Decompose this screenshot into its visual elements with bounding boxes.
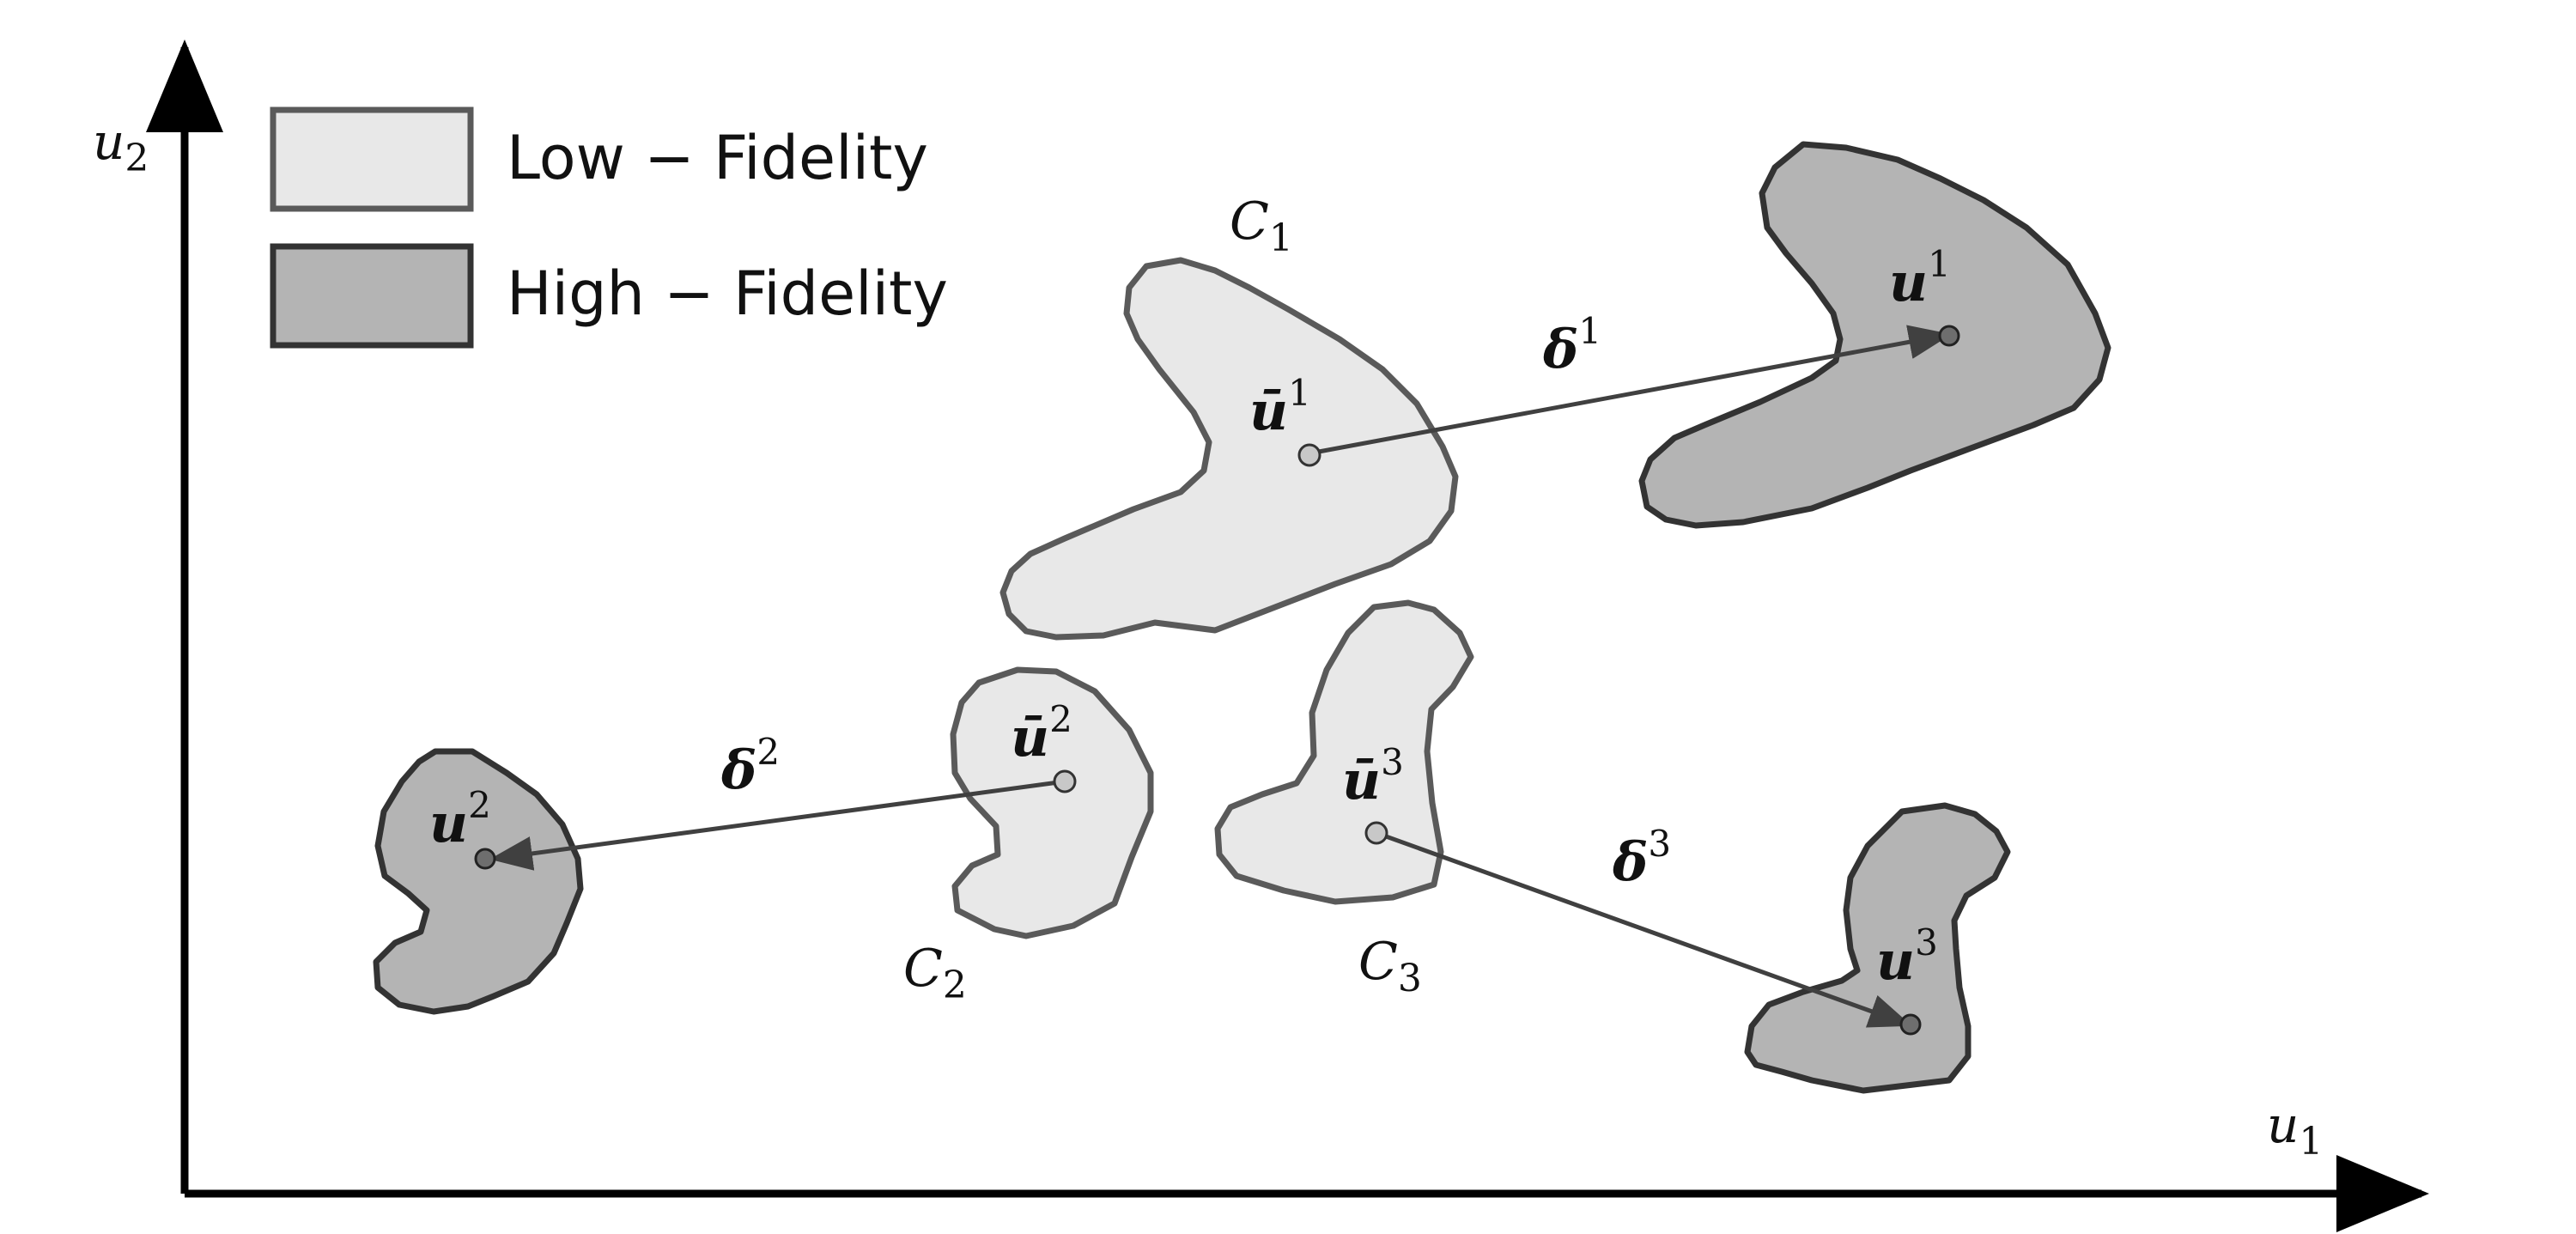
cluster-label-3: C3 xyxy=(1358,932,1422,1000)
high-point-label-1: u1 xyxy=(1889,243,1951,313)
cluster-labels: C1 C2 C3 xyxy=(903,191,1422,1007)
legend-swatch-high xyxy=(270,243,474,349)
high-fidelity-region-2 xyxy=(373,748,584,1015)
high-point-1 xyxy=(1938,325,1960,347)
shift-arrow-3 xyxy=(1376,830,1912,1028)
legend-label-low: Low − Fidelity xyxy=(507,123,928,193)
shift-label-1: δ1 xyxy=(1542,310,1601,380)
axes: u2 u1 xyxy=(93,40,2429,1232)
cluster-label-2: C2 xyxy=(903,939,967,1007)
shift-label-3: δ3 xyxy=(1612,823,1671,893)
shift-arrow-1 xyxy=(1309,325,1952,456)
x-axis-label: u1 xyxy=(2267,1096,2323,1164)
shift-arrow-2 xyxy=(489,779,1066,871)
legend-swatch-low xyxy=(270,106,474,212)
low-point-1 xyxy=(1297,443,1321,467)
low-point-label-3: ū3 xyxy=(1342,741,1404,812)
low-point-3 xyxy=(1364,821,1388,845)
legend: Low − Fidelity High − Fidelity xyxy=(270,106,948,349)
high-fidelity-regions xyxy=(373,141,2111,1094)
low-point-label-1: ū1 xyxy=(1249,372,1311,442)
high-fidelity-region-3 xyxy=(1744,802,2011,1094)
low-point-2 xyxy=(1053,769,1077,793)
shift-labels: δ1 δ2 δ3 xyxy=(720,310,1671,893)
low-fidelity-region-2 xyxy=(950,666,1154,939)
legend-label-high: High − Fidelity xyxy=(507,258,948,329)
low-fidelity-region-1 xyxy=(999,257,1459,641)
point-labels: ū1 u1 ū2 u2 ū3 u3 xyxy=(429,243,1951,992)
shift-vectors xyxy=(489,325,1952,1028)
high-point-label-2: u2 xyxy=(429,784,491,854)
low-fidelity-points xyxy=(1053,443,1388,845)
low-point-label-2: ū2 xyxy=(1011,698,1072,769)
cluster-label-1: C1 xyxy=(1230,191,1293,260)
high-point-label-3: u3 xyxy=(1876,921,1938,992)
high-point-3 xyxy=(1899,1013,1922,1036)
high-fidelity-region-1 xyxy=(1638,141,2111,529)
y-axis-label: u2 xyxy=(93,112,149,180)
shift-label-2: δ2 xyxy=(720,731,780,801)
low-fidelity-regions xyxy=(950,257,1474,939)
high-fidelity-points xyxy=(474,325,1960,1036)
low-fidelity-region-3 xyxy=(1214,599,1474,905)
high-point-2 xyxy=(474,848,496,870)
